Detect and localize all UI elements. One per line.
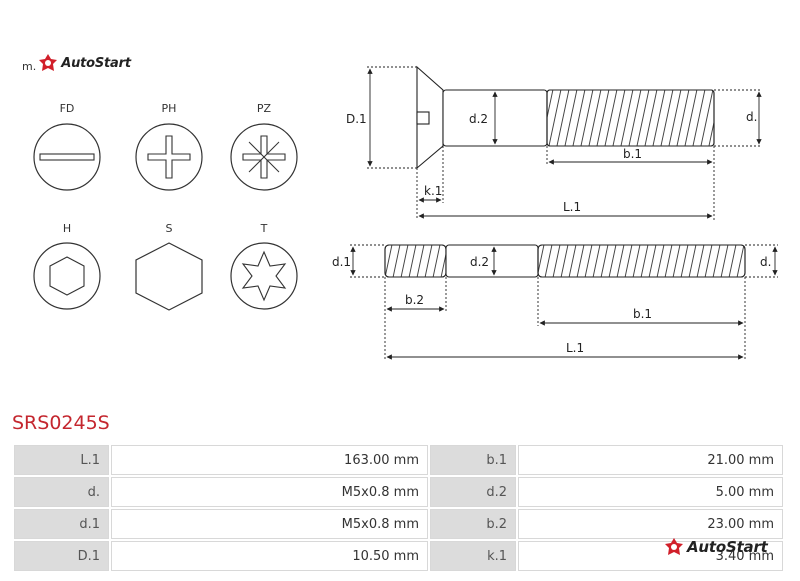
dim-label-L1-bottom: L.1 (566, 341, 584, 355)
head-label-fd: FD (59, 102, 75, 115)
head-label-pz: PZ (256, 102, 272, 115)
table-row: L.1 163.00 mm b.1 21.00 mm (14, 445, 783, 475)
spec-key: d. (14, 477, 109, 507)
dim-label-b1-top: b.1 (623, 147, 642, 161)
dim-label-L1-top: L.1 (563, 200, 581, 214)
top-dimension-lines (367, 66, 762, 220)
head-label-s: S (165, 222, 173, 235)
dim-label-D1-top: D.1 (346, 112, 367, 126)
spec-key: b.1 (430, 445, 516, 475)
countersunk-bolt-drawing (416, 65, 715, 170)
hex-head-icon (135, 242, 203, 311)
spec-value: 5.00 mm (518, 477, 783, 507)
spec-value: M5x0.8 mm (111, 477, 428, 507)
spec-table: L.1 163.00 mm b.1 21.00 mm d. M5x0.8 mm … (12, 443, 785, 573)
spec-key: L.1 (14, 445, 109, 475)
brand-logo-top: m. AutoStart (22, 52, 131, 74)
spec-value: 3.40 mm (518, 541, 783, 571)
brand-name: AutoStart (687, 538, 768, 556)
spec-key: k.1 (430, 541, 516, 571)
dim-label-d2-top: d.2 (469, 112, 488, 126)
spec-key: D.1 (14, 541, 109, 571)
spec-value: M5x0.8 mm (111, 509, 428, 539)
table-row: d.1 M5x0.8 mm b.2 23.00 mm (14, 509, 783, 539)
phillips-drive-icon (135, 123, 203, 191)
pozidriv-drive-icon (230, 123, 298, 191)
slotted-drive-icon (33, 123, 101, 191)
brand-name: AutoStart (61, 55, 131, 71)
spec-value: 163.00 mm (111, 445, 428, 475)
torx-drive-icon (230, 242, 298, 310)
dim-label-d1-bottom: d.1 (332, 255, 351, 269)
bottom-dimension-lines (350, 244, 778, 360)
brand-logo-bottom: AutoStart (664, 537, 768, 557)
brand-prefix: m. (22, 59, 37, 73)
dim-label-d2-bottom: d.2 (470, 255, 489, 269)
spec-value: 10.50 mm (111, 541, 428, 571)
table-row: D.1 10.50 mm k.1 3.40 mm (14, 541, 783, 571)
autostart-logo-icon (39, 54, 58, 71)
head-label-ph: PH (161, 102, 177, 115)
product-code: SRS0245S (12, 412, 110, 434)
technical-drawing: D.1 d.2 d. b.1 k.1 L.1 d.1 d.2 d. b.2 b.… (33, 65, 778, 360)
spec-value: 21.00 mm (518, 445, 783, 475)
head-label-h: H (62, 222, 72, 235)
dim-label-d-top: d. (746, 110, 757, 124)
head-label-t: T (260, 222, 268, 235)
spec-key: b.2 (430, 509, 516, 539)
autostart-logo-icon (665, 538, 683, 555)
dim-label-d-bottom: d. (760, 255, 771, 269)
spec-key: d.1 (14, 509, 109, 539)
dim-label-b2-bottom: b.2 (405, 293, 424, 307)
table-row: d. M5x0.8 mm d.2 5.00 mm (14, 477, 783, 507)
hex-socket-drive-icon (33, 242, 101, 310)
dim-label-b1-bottom: b.1 (633, 307, 652, 321)
stud-bolt-drawing (384, 244, 746, 278)
dim-label-k1-top: k.1 (424, 184, 442, 198)
spec-value: 23.00 mm (518, 509, 783, 539)
spec-key: d.2 (430, 477, 516, 507)
